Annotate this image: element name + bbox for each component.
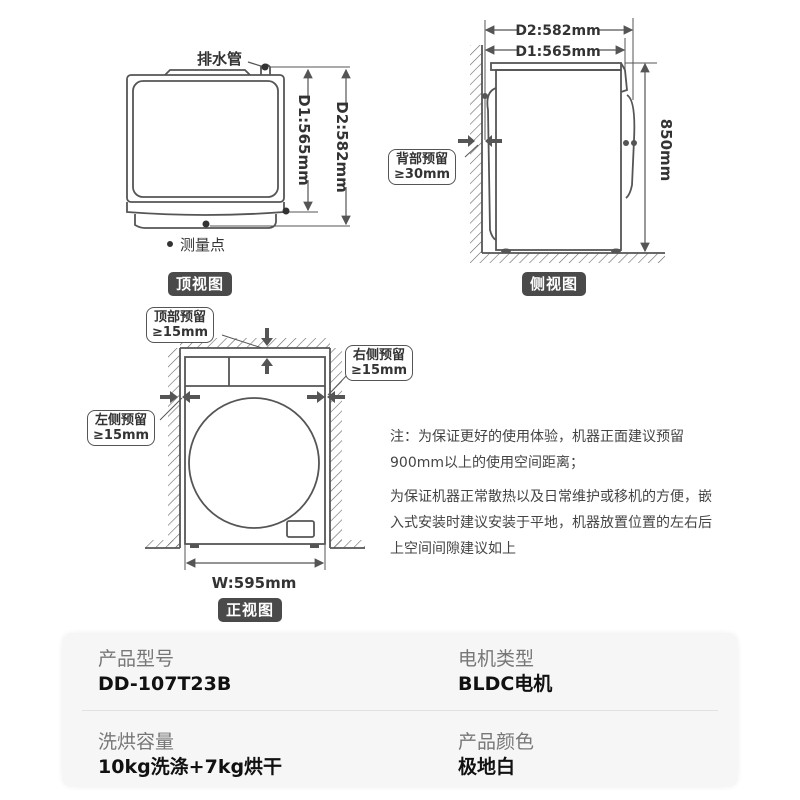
spec-label: 电机类型 [458, 648, 535, 670]
drain-pipe-label: 排水管 [197, 50, 242, 68]
spec-model: 产品型号 DD-107T23B [98, 647, 231, 697]
spec-label: 洗烘容量 [98, 731, 175, 753]
spec-divider [82, 710, 718, 711]
right-clearance-value: ≥15mm [351, 363, 408, 378]
measure-point-dot [202, 220, 210, 228]
top-d2-label: D2:582mm [333, 101, 351, 192]
left-clearance-callout: 左侧预留 ≥15mm [87, 410, 156, 446]
width-label: W:595mm [212, 574, 297, 592]
spec-label: 产品颜色 [458, 731, 535, 753]
front-view [145, 334, 365, 570]
installation-diagram: 排水管 D1:565mm D2:582mm 测量点 D [126, 18, 675, 592]
right-clearance-title: 右侧预留 [353, 348, 406, 363]
side-view-badge: 侧视图 [522, 272, 587, 296]
left-arrow-in [160, 391, 178, 403]
height-label: 850mm [657, 119, 675, 182]
front-view-badge: 正视图 [218, 598, 283, 622]
side-view [464, 18, 665, 263]
left-clearance-value: ≥15mm [93, 428, 150, 443]
left-arrow-out [182, 391, 200, 403]
top-clearance-callout: 顶部预留 ≥15mm [146, 307, 215, 343]
measure-point-legend: 测量点 [180, 236, 225, 254]
back-arrow-in [458, 135, 475, 147]
back-clearance-title: 背部预留 [396, 152, 449, 167]
back-clearance-value: ≥30mm [394, 167, 451, 182]
right-arrow-out [307, 391, 325, 403]
spec-label: 产品型号 [98, 648, 175, 670]
side-d1-label: D1:565mm [515, 44, 600, 60]
measure-point-dot [261, 63, 269, 71]
back-arrow-out [485, 135, 502, 147]
spec-value: 极地白 [458, 756, 516, 778]
back-clearance-callout: 背部预留 ≥30mm [388, 149, 457, 185]
spec-card: 产品型号 DD-107T23B 电机类型 BLDC电机 洗烘容量 10kg洗涤+… [62, 633, 738, 787]
top-d1-label: D1:565mm [295, 94, 313, 185]
measure-point-dot [282, 207, 290, 215]
note-front-space: 注：为保证更好的使用体验，机器正面建议预留900mm以上的使用空间距离； [390, 429, 684, 471]
top-view-badge: 顶视图 [168, 272, 233, 296]
spec-value: BLDC电机 [458, 673, 553, 695]
spec-value: 10kg洗涤+7kg烘干 [98, 756, 283, 778]
top-clearance-title: 顶部预留 [154, 310, 207, 325]
side-d2-label: D2:582mm [515, 23, 600, 39]
top-arrow-in [261, 328, 273, 346]
left-clearance-title: 左侧预留 [95, 413, 148, 428]
right-clearance-callout: 右侧预留 ≥15mm [345, 345, 414, 381]
note-installation: 为保证机器正常散热以及日常维护或移机的方便，嵌入式安装时建议安装于平地，机器放置… [390, 489, 712, 557]
spec-motor: 电机类型 BLDC电机 [458, 647, 552, 697]
spec-color: 产品颜色 极地白 [458, 730, 534, 780]
measure-point-legend-dot [167, 241, 173, 247]
spec-value: DD-107T23B [98, 673, 232, 695]
spec-capacity: 洗烘容量 10kg洗涤+7kg烘干 [98, 730, 282, 780]
top-clearance-value: ≥15mm [152, 325, 209, 340]
right-arrow-in [327, 391, 345, 403]
top-view [126, 61, 351, 229]
top-arrow-out [261, 358, 273, 374]
